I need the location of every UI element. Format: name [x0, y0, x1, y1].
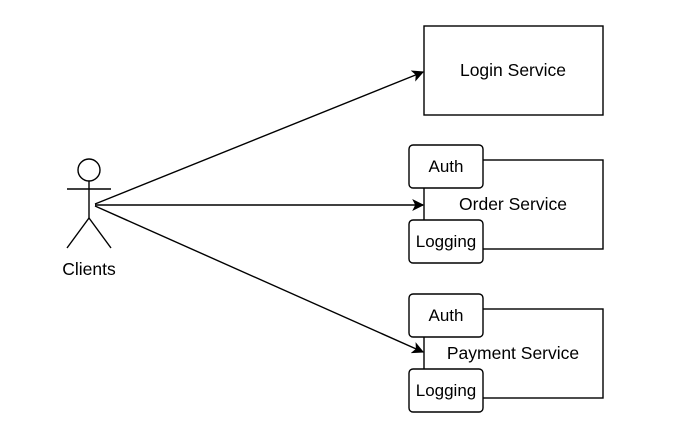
order-service-label: Order Service	[459, 194, 567, 214]
payment-logging-label: Logging	[416, 381, 477, 400]
order-service: Order Service Auth Logging	[408, 144, 604, 264]
payment-service-label: Payment Service	[447, 343, 579, 363]
payment-auth-component: Auth	[408, 293, 484, 338]
payment-logging-box	[408, 368, 484, 413]
order-logging-component: Logging	[408, 219, 484, 264]
payment-auth-box	[408, 293, 484, 338]
login-service-label: Login Service	[460, 60, 566, 80]
login-service-box	[423, 25, 604, 116]
edges	[94, 70, 425, 354]
order-auth-component: Auth	[408, 144, 484, 189]
clients-actor: Clients	[62, 158, 116, 279]
edge-clients-login	[94, 70, 425, 205]
payment-service: Payment Service Auth Logging	[408, 293, 604, 413]
payment-logging-component: Logging	[408, 368, 484, 413]
edge-clients-payment	[94, 205, 425, 354]
stick-figure-icon	[66, 158, 112, 249]
payment-auth-label: Auth	[429, 306, 464, 325]
order-logging-box	[408, 219, 484, 264]
login-service: Login Service	[423, 25, 604, 116]
clients-label: Clients	[62, 259, 116, 279]
order-auth-label: Auth	[429, 157, 464, 176]
order-auth-box	[408, 144, 484, 189]
order-logging-label: Logging	[416, 232, 477, 251]
